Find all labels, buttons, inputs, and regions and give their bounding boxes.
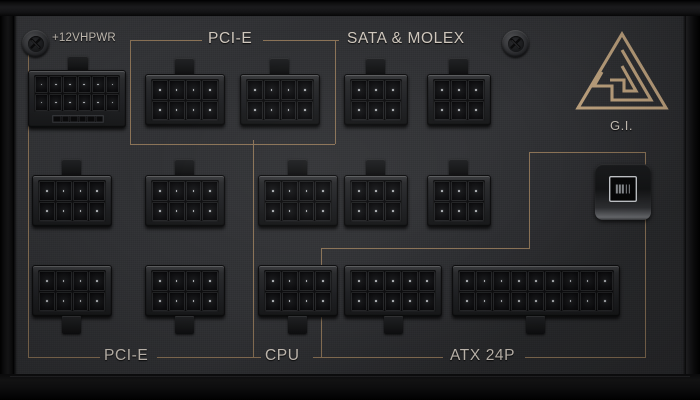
pin-grid (246, 79, 314, 121)
case-top-edge (0, 0, 700, 16)
group-outline-atx-top-riser (529, 152, 530, 249)
group-outline-bottom-cpu-right (313, 357, 321, 358)
group-outline-bottom-cpu-left (253, 357, 261, 358)
label-pcie-bottom: PCI-E (104, 347, 149, 364)
connector-bottom-2[interactable] (145, 265, 225, 334)
screw-cross-icon (30, 38, 41, 49)
connector-pcie-top-1[interactable] (145, 58, 225, 126)
connector-sata-molex-top-2[interactable] (427, 58, 491, 126)
pin-grid (350, 270, 436, 312)
latch-tab (288, 316, 307, 334)
connector-mid-2[interactable] (145, 159, 225, 227)
screw-cross-icon (510, 38, 521, 49)
group-outline-pcie-top-bottom-r (253, 144, 335, 145)
pin-grid (264, 270, 332, 312)
latch-tab (175, 316, 194, 334)
phillips-screw-left (22, 30, 49, 57)
pin-grid (350, 180, 402, 222)
latch-tab (449, 159, 468, 177)
group-outline-cpu-divider (253, 140, 254, 358)
group-outline-atx-top (321, 248, 529, 249)
latch-tab (384, 316, 403, 334)
pin-grid (151, 270, 219, 312)
mini-usb-well (595, 164, 651, 220)
latch-tab (526, 316, 545, 334)
label-atx24p: ATX 24P (450, 347, 516, 364)
group-outline-pcie-top-left (130, 40, 202, 41)
label-pcie-top: PCI-E (208, 30, 253, 47)
pin-grid (458, 270, 614, 312)
connector-bottom-3[interactable] (258, 265, 338, 334)
latch-tab (449, 58, 468, 76)
pin-grid (151, 180, 219, 222)
pin-grid (38, 180, 106, 222)
connector-mid-4[interactable] (344, 159, 408, 227)
group-outline-right-spine (645, 152, 646, 358)
mini-usb-port[interactable] (609, 176, 637, 202)
connector-mid-5[interactable] (427, 159, 491, 227)
pin-grid (433, 79, 485, 121)
latch-tab (62, 159, 81, 177)
pin-grid (350, 79, 402, 121)
latch-tab (175, 58, 194, 76)
phillips-screw-right (502, 30, 529, 57)
plate-right-shadow (683, 14, 686, 382)
group-outline-sata-left (335, 40, 339, 41)
connector-atx-18pin[interactable] (452, 265, 620, 334)
pin-grid (38, 270, 106, 312)
pin-grid (151, 79, 219, 121)
group-outline-bottom-atx-right (525, 357, 645, 358)
gi-logo-icon (575, 30, 669, 110)
label-sata-molex: SATA & MOLEX (347, 30, 465, 47)
gi-logo-caption: G.I. (610, 118, 633, 133)
connector-sata-molex-top-1[interactable] (344, 58, 408, 126)
gi-triangle-logo (572, 28, 672, 112)
latch-tab (366, 58, 385, 76)
pin-grid (264, 180, 332, 222)
latch-tab (288, 159, 307, 177)
group-outline-bottom-left (28, 357, 100, 358)
group-outline-pcie-top-vleft (130, 40, 131, 144)
group-outline-pcie-top-right (263, 40, 335, 41)
connector-12vhpwr[interactable] (28, 56, 126, 128)
latch-tab (270, 58, 289, 76)
group-outline-left-spine (28, 46, 29, 358)
group-outline-bottom-pcie-right (157, 357, 253, 358)
connector-mid-3[interactable] (258, 159, 338, 227)
connector-bottom-1[interactable] (32, 265, 112, 334)
pin-grid (34, 75, 120, 112)
pin-grid (433, 180, 485, 222)
connector-atx-10pin[interactable] (344, 265, 442, 334)
sideband-pin-strip (52, 115, 104, 123)
case-bottom-edge (0, 374, 700, 400)
label-12vhpwr: +12VHPWR (52, 32, 116, 44)
usb-contacts (615, 184, 631, 194)
latch-tab (62, 316, 81, 334)
label-cpu: CPU (265, 347, 300, 364)
connector-pcie-top-2[interactable] (240, 58, 320, 126)
latch-tab (175, 159, 194, 177)
latch-tab (366, 159, 385, 177)
plate-left-shadow (14, 14, 17, 382)
group-outline-pcie-top-bottom-l (130, 144, 253, 145)
connector-mid-1[interactable] (32, 159, 112, 227)
latch-tab (68, 56, 88, 72)
group-outline-bottom-atx-left (321, 357, 443, 358)
group-outline-pcie-top-vright (335, 40, 336, 144)
group-outline-usb-top (529, 152, 646, 153)
